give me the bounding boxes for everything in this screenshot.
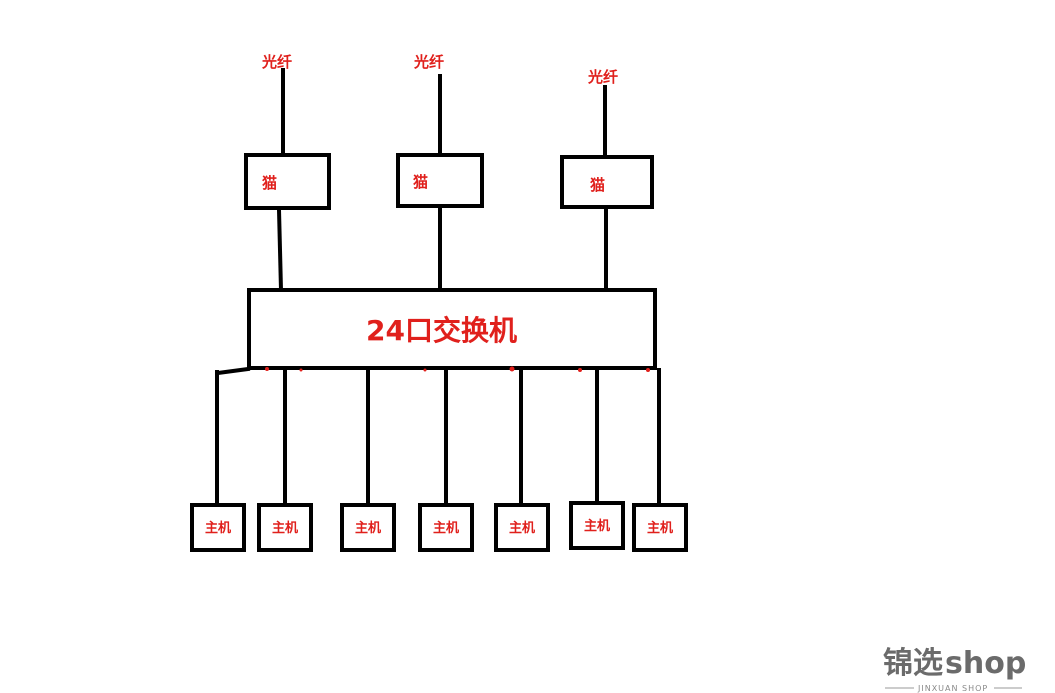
host-box-3 xyxy=(340,503,396,552)
host-label-1: 主机 xyxy=(205,520,231,536)
fiber-label-3: 光纤 xyxy=(587,68,618,86)
modem-label-1: 猫 xyxy=(262,174,277,192)
host-box-2 xyxy=(257,503,313,552)
fiber-label-1: 光纤 xyxy=(261,53,292,71)
host-box-1 xyxy=(190,503,246,552)
port-dot xyxy=(646,368,650,372)
port-dot xyxy=(299,368,303,372)
switch-box xyxy=(247,288,657,370)
host-label-3: 主机 xyxy=(355,520,381,536)
modem-box-3 xyxy=(560,155,654,209)
host-label-5: 主机 xyxy=(509,520,535,536)
host-box-5 xyxy=(494,503,550,552)
watermark-subtitle: JINXUAN SHOP xyxy=(917,684,988,693)
watermark: 锦选 shop JINXUAN SHOP xyxy=(883,646,1026,693)
port-dot xyxy=(509,366,515,372)
modem-label-3: 猫 xyxy=(590,176,605,194)
modem-label-2: 猫 xyxy=(413,173,428,191)
downlink-bend xyxy=(215,366,251,376)
port-dot xyxy=(265,367,269,371)
uplink-line-1 xyxy=(276,207,284,293)
host-label-2: 主机 xyxy=(272,520,298,536)
host-label-4: 主机 xyxy=(433,520,459,536)
host-label-7: 主机 xyxy=(647,520,673,536)
switch-label: 24口交换机 xyxy=(366,314,517,347)
host-box-7 xyxy=(632,503,688,552)
watermark-brand-en: shop xyxy=(945,646,1026,681)
fiber-label-2: 光纤 xyxy=(413,53,444,71)
port-dot xyxy=(423,368,427,372)
host-box-6 xyxy=(569,501,625,550)
host-box-4 xyxy=(418,503,474,552)
watermark-brand-cn: 锦选 xyxy=(883,646,943,681)
modem-box-1 xyxy=(244,153,331,210)
port-dot xyxy=(578,368,582,372)
modem-box-2 xyxy=(396,153,484,208)
host-label-6: 主机 xyxy=(584,518,610,534)
